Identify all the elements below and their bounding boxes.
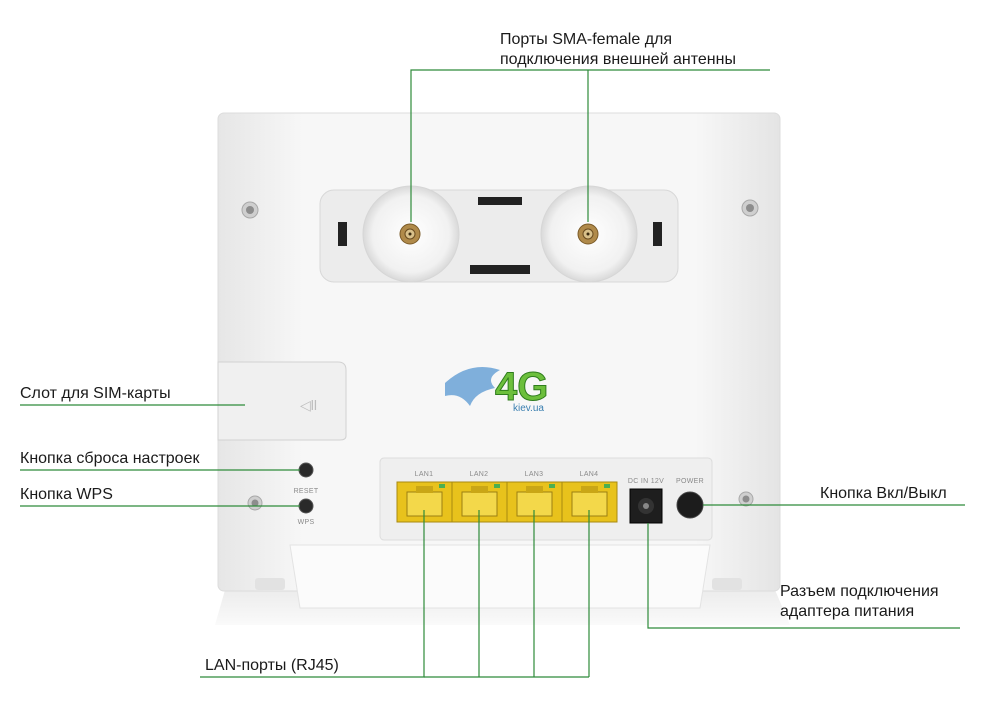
sma-connector-right[interactable]	[577, 223, 599, 245]
callout-dc-line2: адаптера питания	[780, 603, 915, 620]
reset-button[interactable]	[298, 462, 314, 478]
screw-icon	[738, 491, 754, 507]
callout-dc-line1: Разъем подключения	[780, 583, 939, 600]
reset-label: RESET	[294, 488, 319, 495]
leader-lines	[20, 69, 965, 678]
power-button[interactable]	[676, 491, 704, 519]
sma-connector-left[interactable]	[399, 223, 421, 245]
screw-icon	[741, 199, 759, 217]
power-label: POWER	[676, 478, 704, 485]
lan3-label: LAN3	[525, 471, 544, 478]
callout-antenna-line2: подключения внешней антенны	[500, 51, 736, 68]
lan2-label: LAN2	[470, 471, 489, 478]
dc-power-jack[interactable]	[629, 488, 663, 524]
vent-slot	[653, 222, 662, 246]
callout-lan: LAN-порты (RJ45)	[205, 657, 339, 674]
vent-slot	[478, 197, 522, 205]
leader-antenna-left	[410, 69, 770, 222]
wps-label: WPS	[298, 519, 315, 526]
callout-sim: Слот для SIM-карты	[20, 385, 171, 402]
lan4-label: LAN4	[580, 471, 599, 478]
watermark-logo: 4G kiev.ua	[445, 365, 549, 414]
callout-antenna-line1: Порты SMA-female для	[500, 31, 673, 48]
vent-slot	[470, 265, 530, 274]
watermark-domain: kiev.ua	[513, 403, 544, 414]
router-foot	[289, 544, 711, 609]
screw-icon	[241, 201, 259, 219]
callout-reset: Кнопка сброса настроек	[20, 450, 200, 467]
sim-slot-cover[interactable]	[217, 361, 347, 441]
sim-arrow-icon: ◁ll	[300, 397, 317, 413]
lan1-label: LAN1	[415, 471, 434, 478]
callout-wps: Кнопка WPS	[20, 486, 113, 503]
dc-in-label: DC IN 12V	[628, 478, 664, 485]
callout-power: Кнопка Вкл/Выкл	[820, 485, 947, 502]
watermark-4g: 4G	[495, 365, 548, 409]
leader-dc	[647, 523, 960, 629]
wps-button[interactable]	[298, 498, 314, 514]
screw-icon	[247, 495, 263, 511]
vent-slot	[338, 222, 347, 246]
